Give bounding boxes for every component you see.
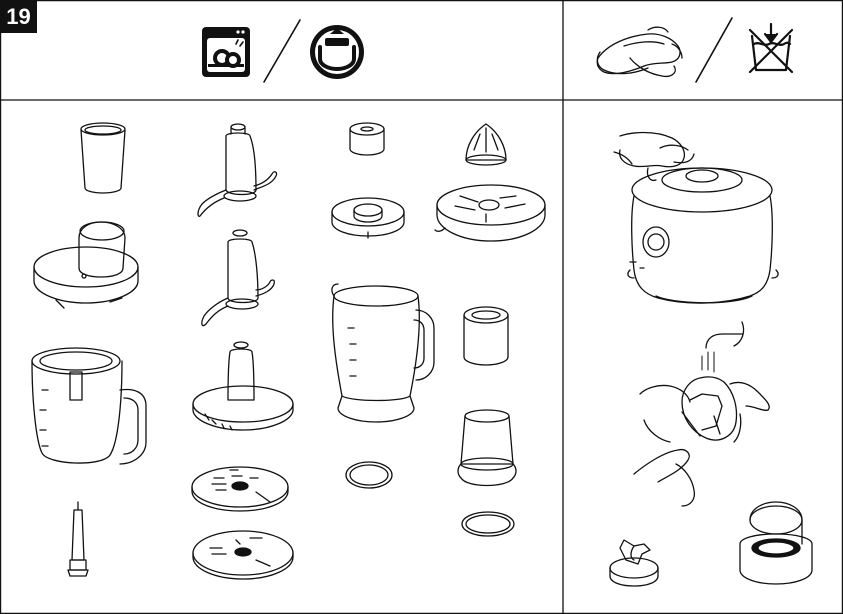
mill-base — [740, 502, 812, 584]
wipe-cloth-icon — [597, 27, 682, 76]
lid-with-feed-tube — [34, 222, 138, 308]
disc-spindle-with-emulsifying-plate — [193, 342, 293, 430]
chopping-blade — [198, 124, 277, 216]
processor-bowl — [32, 348, 146, 464]
blender-lid — [332, 198, 404, 238]
mill-jar-lid — [464, 307, 508, 365]
jug-seal-ring — [346, 462, 392, 488]
filler-cap — [350, 123, 384, 155]
drive-shaft — [68, 502, 88, 576]
slash-divider — [264, 20, 300, 82]
wipe-motor-base-illustration — [614, 133, 778, 304]
slicing-grating-disc — [192, 467, 288, 511]
rinse-blade-illustration — [634, 322, 769, 506]
do-not-immerse-icon — [750, 24, 792, 72]
feed-tube-pusher — [81, 123, 125, 193]
dishwasher-icon — [202, 27, 250, 77]
mill-blade-unit — [610, 540, 658, 586]
slash-divider-right — [696, 18, 732, 82]
mill-seal-ring — [462, 512, 514, 536]
dough-tool — [202, 230, 275, 326]
mill-jar — [458, 410, 516, 486]
blender-jug — [332, 284, 434, 422]
citrus-sieve — [435, 185, 545, 241]
citrus-cone — [466, 124, 506, 165]
slicing-disc — [193, 531, 293, 579]
top-rack-only-icon — [310, 25, 364, 79]
